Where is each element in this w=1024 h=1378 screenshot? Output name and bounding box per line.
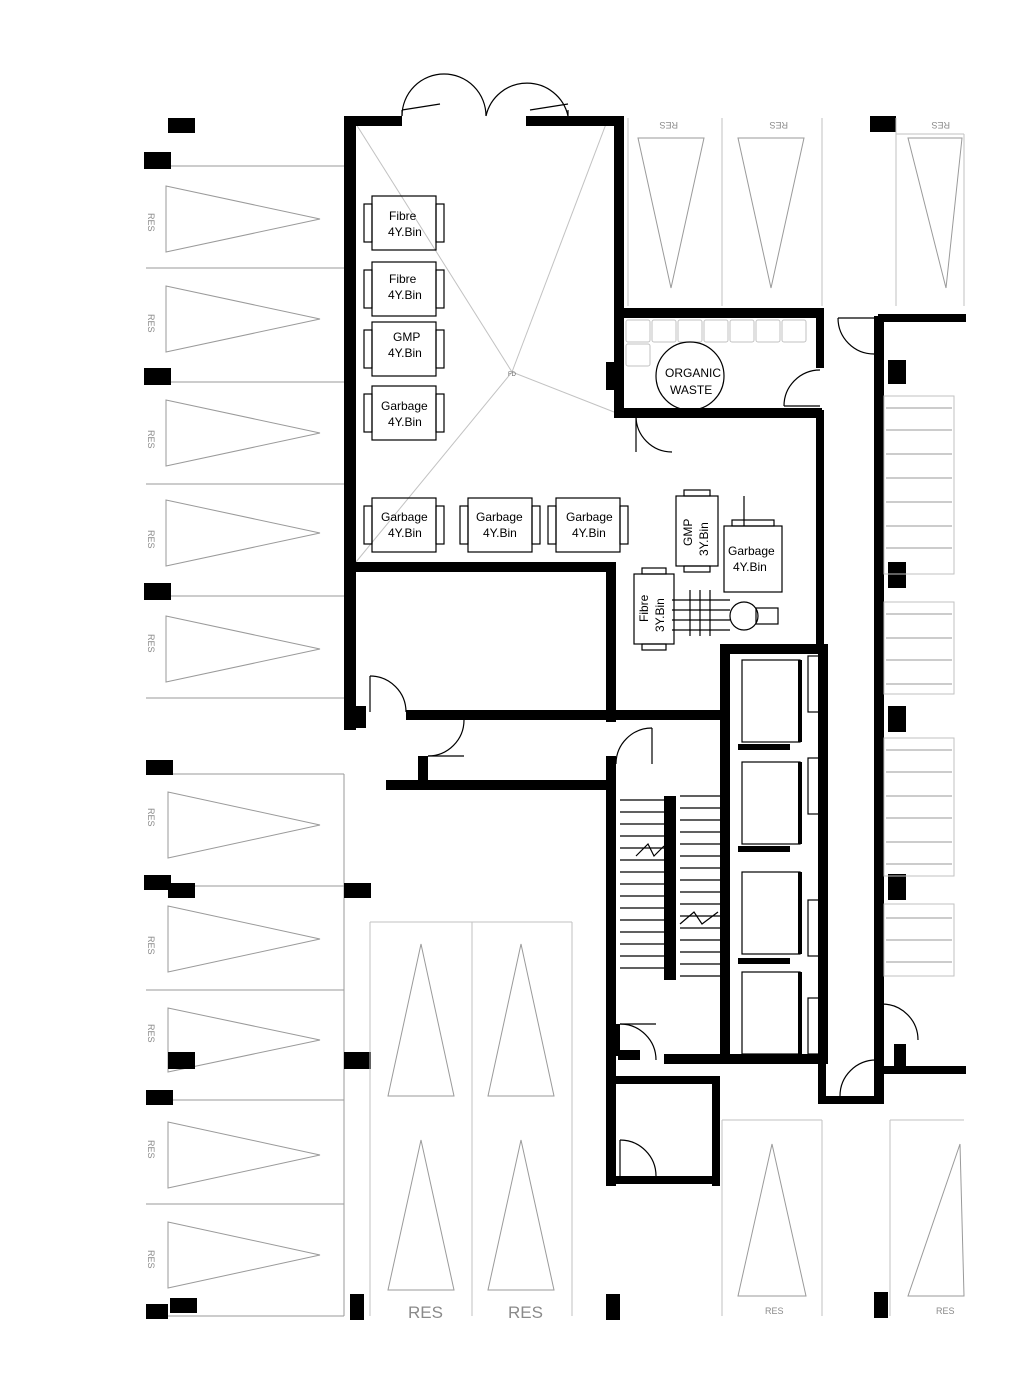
organic-waste-room: ORGANIC WASTE: [614, 308, 875, 453]
stall-label: RES: [146, 1140, 156, 1159]
svg-text:4Y.Bin: 4Y.Bin: [388, 526, 422, 540]
bike-racks: [883, 395, 955, 977]
svg-text:4Y.Bin: 4Y.Bin: [483, 526, 517, 540]
bins: Fibre 4Y.Bin Fibre 4Y.Bin GMP 4Y.Bin Gar…: [363, 195, 783, 651]
stall-label: RES: [146, 1024, 156, 1043]
svg-text:4Y.Bin: 4Y.Bin: [733, 560, 767, 574]
stall-label: RES: [146, 808, 156, 827]
stall-label: RES: [931, 120, 950, 130]
bin: Garbage 4Y.Bin: [363, 385, 445, 441]
stairs: [620, 795, 720, 977]
svg-text:Garbage: Garbage: [476, 510, 523, 524]
stall-label: RES: [146, 430, 156, 449]
stall-label: RES: [146, 936, 156, 955]
svg-text:4Y.Bin: 4Y.Bin: [388, 415, 422, 429]
stall-label: RES: [508, 1303, 543, 1322]
bin: Fibre 3Y.Bin: [633, 567, 675, 651]
stall-label: RES: [659, 120, 678, 130]
elevators: [738, 655, 825, 1055]
bin: GMP 4Y.Bin: [363, 321, 445, 377]
stall-label: RES: [408, 1303, 443, 1322]
bin: Garbage 4Y.Bin: [547, 497, 629, 553]
bin: Garbage 4Y.Bin: [363, 497, 445, 553]
stall-label: RES: [146, 530, 156, 549]
organic-waste-label: ORGANIC: [665, 366, 721, 380]
svg-text:Garbage: Garbage: [381, 510, 428, 524]
svg-text:4Y.Bin: 4Y.Bin: [572, 526, 606, 540]
svg-text:Fibre: Fibre: [389, 272, 417, 286]
stall-label: RES: [146, 314, 156, 333]
left-parking-stalls: RES RES RES RES RES RES RES RES RES RES: [146, 165, 345, 1317]
svg-text:4Y.Bin: 4Y.Bin: [388, 225, 422, 239]
stall-label: RES: [769, 120, 788, 130]
svg-text:Garbage: Garbage: [381, 399, 428, 413]
floor-drain-label: FD: [508, 372, 517, 378]
organic-waste-label: WASTE: [670, 383, 712, 397]
bin: Fibre 4Y.Bin: [363, 195, 445, 251]
svg-text:Garbage: Garbage: [566, 510, 613, 524]
stall-label: RES: [936, 1306, 955, 1316]
svg-text:3Y.Bin: 3Y.Bin: [697, 522, 711, 556]
svg-text:4Y.Bin: 4Y.Bin: [388, 288, 422, 302]
svg-text:3Y.Bin: 3Y.Bin: [653, 598, 667, 632]
stall-label: RES: [765, 1306, 784, 1316]
top-parking-stalls: RES RES RES: [627, 118, 965, 306]
stall-label: RES: [146, 1250, 156, 1269]
svg-text:Garbage: Garbage: [728, 544, 775, 558]
svg-text:GMP: GMP: [393, 330, 420, 344]
core-walls: [606, 314, 966, 1186]
stall-label: RES: [146, 634, 156, 653]
svg-text:GMP: GMP: [681, 519, 695, 546]
svg-text:4Y.Bin: 4Y.Bin: [388, 346, 422, 360]
bin: Fibre 4Y.Bin: [363, 261, 445, 317]
bin: Garbage 4Y.Bin: [459, 497, 541, 553]
bottom-parking-stalls: RES RES RES RES: [369, 921, 965, 1322]
svg-text:Fibre: Fibre: [389, 209, 417, 223]
stall-label: RES: [146, 213, 156, 232]
bin: Garbage 4Y.Bin: [723, 519, 783, 593]
structural-columns: [144, 116, 896, 1320]
bin: GMP 3Y.Bin: [675, 489, 719, 573]
svg-text:Fibre: Fibre: [637, 594, 651, 622]
garbage-room: FD: [344, 73, 722, 790]
compactor: [672, 496, 779, 636]
